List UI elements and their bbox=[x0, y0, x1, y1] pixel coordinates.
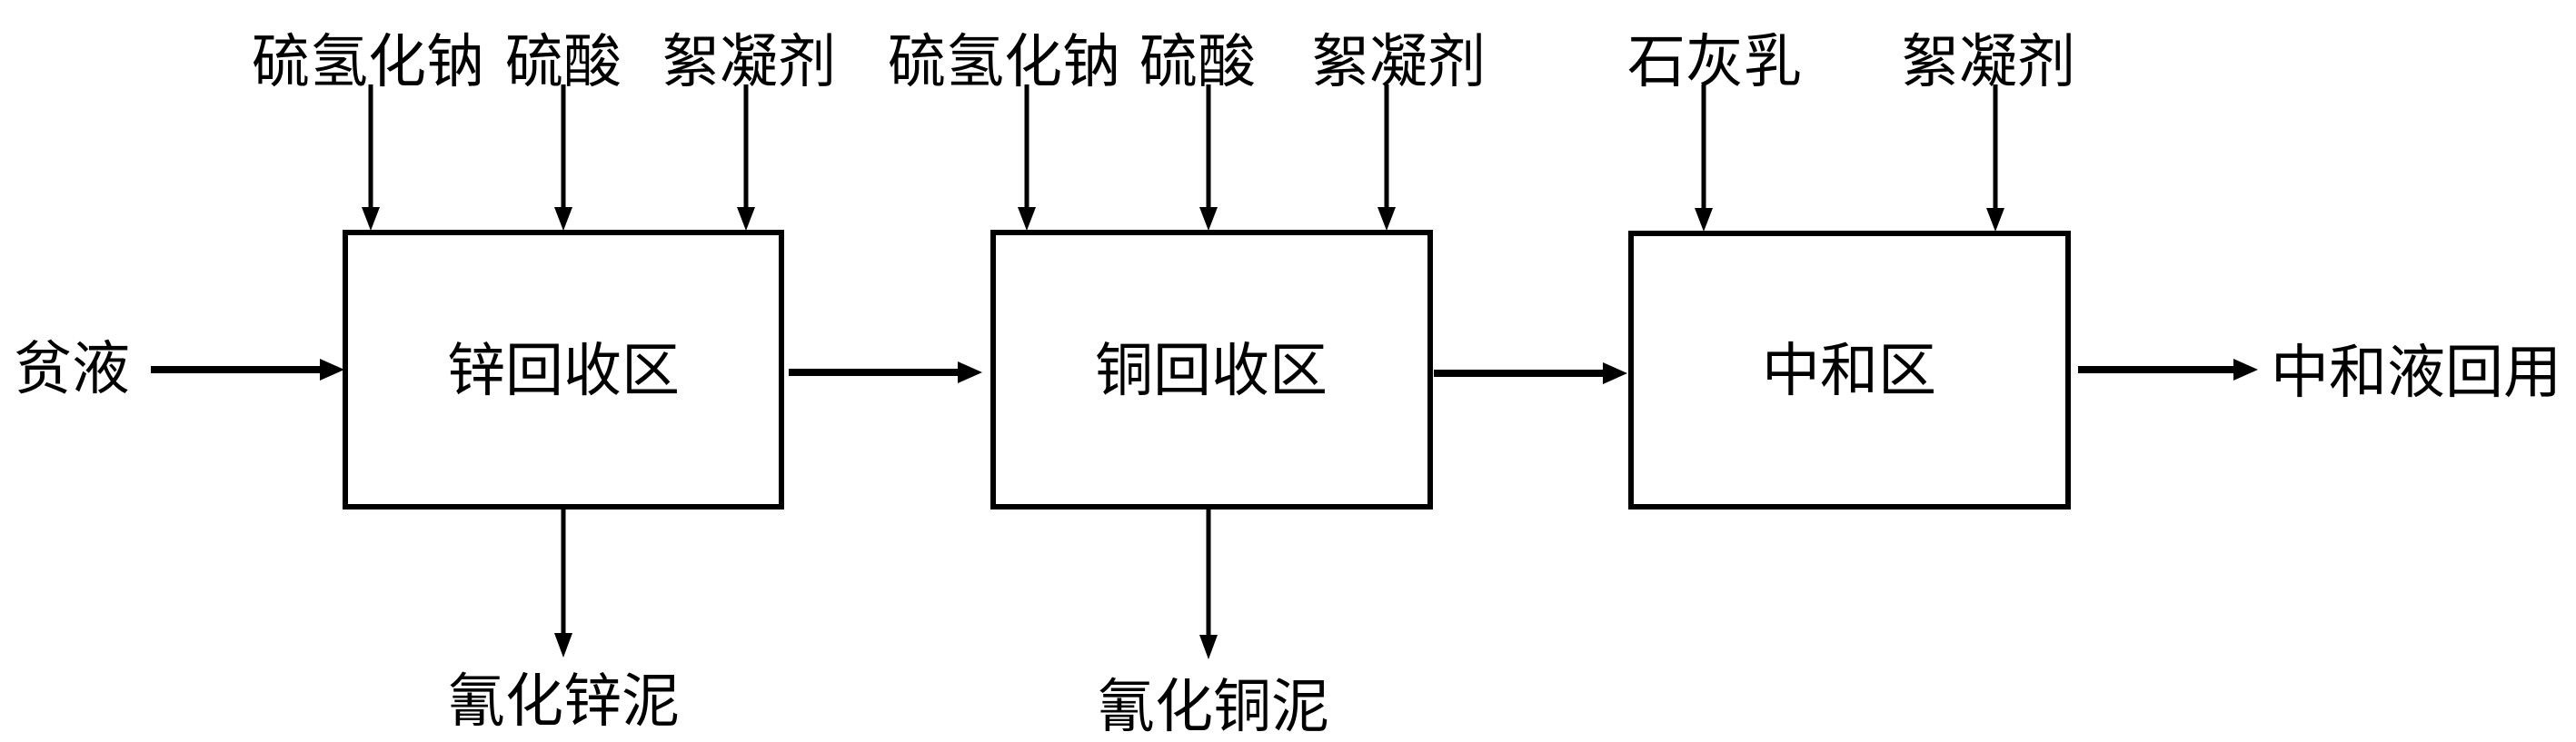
copper-input-arrow-flocculant bbox=[1378, 84, 1396, 231]
copper-input-label-flocculant: 絮凝剂 bbox=[1311, 29, 1486, 96]
zinc-input-label-flocculant: 絮凝剂 bbox=[661, 29, 836, 96]
stage-copper-recovery: 铜回收区 硫氢化钠 硫酸 絮凝剂 氰化铜泥 bbox=[888, 29, 1486, 741]
zinc-input-arrow-sulfuric-acid bbox=[554, 84, 572, 231]
product-arrow bbox=[2078, 359, 2258, 381]
zinc-to-copper-arrow bbox=[789, 361, 982, 383]
copper-input-label-nahs: 硫氢化钠 bbox=[888, 29, 1120, 96]
neutral-input-arrow-lime-milk bbox=[1695, 84, 1713, 232]
zinc-cyanide-sludge-label: 氰化锌泥 bbox=[447, 668, 680, 736]
arrowhead-down-icon bbox=[1986, 208, 2004, 232]
arrowhead-down-icon bbox=[362, 207, 380, 231]
copper-input-label-sulfuric-acid: 硫酸 bbox=[1139, 29, 1256, 96]
arrowhead-down-icon bbox=[737, 207, 755, 231]
copper-input-arrow-sulfuric-acid bbox=[1199, 84, 1218, 231]
zinc-sludge-arrow bbox=[554, 510, 572, 658]
arrowhead-down-icon bbox=[554, 207, 572, 231]
neutralized-solution-reuse-label: 中和液回用 bbox=[2271, 340, 2561, 407]
copper-cyanide-sludge-label: 氰化铜泥 bbox=[1097, 674, 1329, 741]
neutral-input-label-flocculant: 絮凝剂 bbox=[1901, 29, 2075, 96]
copper-to-neutral-arrow bbox=[1434, 362, 1627, 384]
arrowhead-right-icon bbox=[958, 361, 982, 383]
zinc-input-label-nahs: 硫氢化钠 bbox=[252, 29, 484, 96]
neutralization-box[interactable] bbox=[1628, 231, 2071, 510]
stage-zinc-recovery: 锌回收区 硫氢化钠 硫酸 絮凝剂 氰化锌泥 bbox=[252, 29, 836, 736]
copper-recovery-label: 铜回收区 bbox=[1095, 338, 1328, 405]
arrowhead-right-icon bbox=[320, 359, 344, 381]
copper-input-arrow-nahs bbox=[1018, 84, 1036, 231]
neutral-input-label-lime-milk: 石灰乳 bbox=[1627, 29, 1802, 96]
zinc-input-arrow-flocculant bbox=[737, 84, 755, 231]
copper-recovery-box[interactable] bbox=[990, 230, 1433, 510]
feed-arrow bbox=[151, 359, 344, 381]
arrowhead-down-icon bbox=[1695, 208, 1713, 232]
arrowhead-down-icon bbox=[1378, 207, 1396, 231]
arrowhead-down-icon bbox=[1018, 207, 1036, 231]
zinc-input-arrow-nahs bbox=[362, 84, 380, 231]
arrowhead-right-icon bbox=[2233, 359, 2258, 381]
neutralization-label: 中和区 bbox=[1762, 338, 1936, 405]
neutral-input-arrow-flocculant bbox=[1986, 84, 2004, 232]
arrowhead-down-icon bbox=[554, 633, 572, 658]
zinc-recovery-label: 锌回收区 bbox=[447, 338, 680, 405]
copper-sludge-arrow bbox=[1199, 510, 1218, 659]
zinc-recovery-box[interactable] bbox=[343, 230, 784, 510]
arrowhead-right-icon bbox=[1603, 362, 1627, 384]
lean-solution-label: 贫液 bbox=[14, 336, 130, 403]
stage-neutralization: 中和区 石灰乳 絮凝剂 bbox=[1627, 29, 2075, 510]
arrowhead-down-icon bbox=[1199, 207, 1218, 231]
arrowhead-down-icon bbox=[1199, 635, 1218, 659]
